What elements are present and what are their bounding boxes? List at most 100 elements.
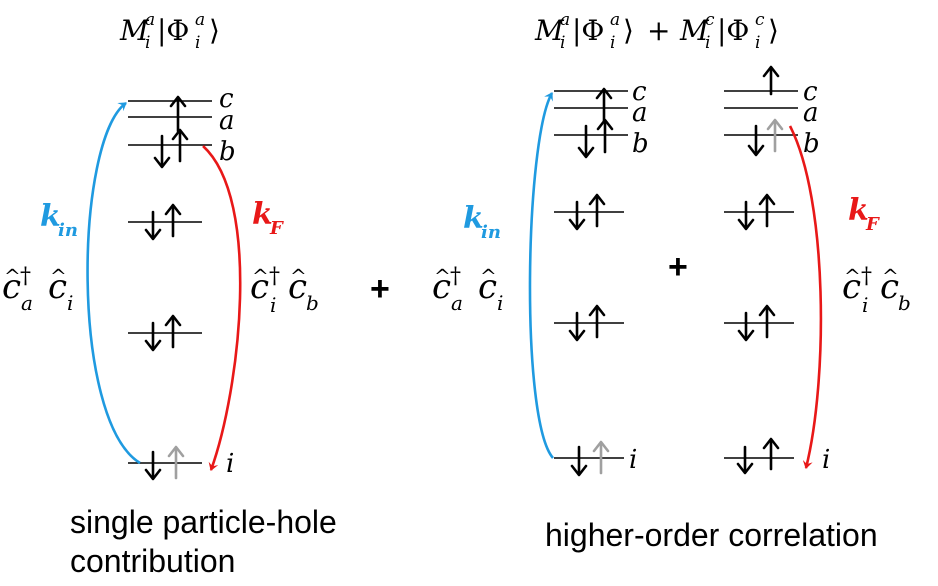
electron-down-arrow [577, 124, 595, 159]
svg-text:a: a [610, 10, 620, 30]
electron-up-arrow [169, 95, 187, 133]
svg-text:i: i [497, 291, 503, 315]
svg-text:c: c [48, 267, 67, 307]
svg-text:k: k [252, 197, 273, 232]
electron-down-arrow [737, 200, 755, 231]
svg-text:b: b [898, 291, 911, 315]
svg-text:i: i [705, 33, 710, 53]
left-title: M i a |Φ i a ⟩ [119, 10, 220, 53]
svg-text:†: † [269, 264, 280, 289]
electron-up-arrow [596, 118, 614, 154]
svg-text:M: M [119, 14, 150, 47]
k-F-label: k F [848, 193, 880, 235]
level-label-a: a [632, 98, 648, 128]
level-label-c: c [803, 77, 818, 107]
left-energy-levels [128, 100, 212, 464]
svg-text:b: b [306, 291, 319, 315]
level-label-b: b [219, 137, 236, 167]
right-energy-levels-1 [554, 90, 628, 459]
svg-text:i: i [145, 33, 150, 53]
svg-text:^: ^ [480, 264, 497, 288]
electron-down-arrow [153, 134, 171, 169]
electron-up-arrow [595, 87, 613, 124]
hole-ghost-arrow [766, 118, 784, 153]
operator-ca-dagger-ci: c ^ † a c ^ i [2, 264, 73, 315]
electron-down-arrow [144, 210, 162, 241]
svg-text:|Φ: |Φ [572, 14, 604, 47]
k-F-arrow [202, 145, 242, 471]
svg-text:in: in [58, 220, 78, 241]
svg-text:i: i [195, 33, 200, 53]
svg-text:k: k [40, 199, 61, 234]
right-energy-levels-2 [724, 90, 798, 459]
electron-down-arrow [747, 124, 765, 157]
k-in-arrow [86, 101, 141, 465]
svg-text:^: ^ [844, 264, 861, 288]
svg-text:^: ^ [50, 264, 67, 288]
electron-down-arrow [736, 445, 754, 475]
operator-ci-dagger-cb: c ^ † i c ^ b [250, 264, 319, 317]
k-in-arrow [528, 92, 555, 459]
svg-text:M: M [534, 14, 565, 47]
svg-text:i: i [67, 291, 73, 315]
svg-text:M: M [679, 14, 710, 47]
svg-text:^: ^ [252, 264, 269, 288]
electron-up-arrow [758, 304, 776, 339]
svg-text:c: c [250, 267, 269, 307]
svg-text:c: c [705, 10, 715, 30]
svg-text:in: in [481, 222, 501, 243]
svg-text:a: a [451, 291, 463, 315]
svg-text:a: a [560, 10, 570, 30]
caption: higher-order correlation [545, 517, 878, 553]
k-in-label: k in [40, 199, 78, 241]
level-label-c: c [219, 84, 234, 114]
operator-ci-dagger-cb: c ^ † i c ^ b [842, 264, 911, 317]
k-F-label: k F [252, 197, 284, 239]
operator-ca-dagger-ci: c ^ † a c ^ i [432, 264, 503, 315]
right-electrons-1 [568, 87, 614, 477]
svg-text:i: i [560, 33, 565, 53]
svg-text:⟩: ⟩ [623, 14, 634, 47]
k-in-label: k in [463, 201, 501, 243]
svg-text:c: c [432, 267, 451, 307]
hole-ghost-arrow [592, 440, 610, 475]
svg-text:⟩: ⟩ [768, 14, 779, 47]
level-label-b: b [803, 129, 820, 159]
svg-text:†: † [20, 264, 31, 289]
svg-text:^: ^ [290, 264, 307, 288]
svg-text:i: i [270, 293, 276, 317]
svg-text:c: c [478, 267, 497, 307]
svg-text:c: c [288, 267, 307, 307]
right-title: M i a |Φ i a ⟩ + M i c |Φ i c ⟩ [534, 10, 779, 53]
electron-down-arrow [570, 445, 588, 477]
svg-text:i: i [755, 33, 760, 53]
plus-sign-between: + [370, 270, 390, 308]
electron-up-arrow [588, 304, 606, 339]
electron-up-arrow [758, 193, 776, 228]
svg-text:F: F [269, 218, 284, 239]
svg-text:^: ^ [4, 264, 21, 288]
svg-text:c: c [2, 267, 21, 307]
plus-sign-inner: + [668, 248, 688, 286]
right-electrons-2 [736, 65, 784, 475]
svg-text:+: + [647, 14, 670, 47]
left-panel: M i a |Φ i a ⟩ c a b i [2, 10, 337, 579]
electron-up-arrow [588, 193, 606, 228]
svg-text:⟩: ⟩ [209, 14, 220, 47]
svg-text:a: a [145, 10, 155, 30]
electron-up-arrow [164, 314, 182, 349]
svg-text:†: † [450, 264, 461, 289]
caption-line-1: single particle-hole [70, 504, 337, 540]
svg-text:|Φ: |Φ [717, 14, 749, 47]
electron-down-arrow [568, 200, 586, 231]
electron-down-arrow [568, 311, 586, 342]
k-F-arrow [788, 125, 823, 469]
level-label-i: i [226, 449, 234, 479]
electron-down-arrow [144, 450, 162, 481]
electron-down-arrow [737, 311, 755, 342]
level-label-a: a [803, 98, 819, 128]
electron-up-arrow [762, 65, 780, 96]
svg-text:i: i [862, 293, 868, 317]
svg-text:i: i [610, 33, 615, 53]
level-label-i: i [629, 445, 637, 475]
